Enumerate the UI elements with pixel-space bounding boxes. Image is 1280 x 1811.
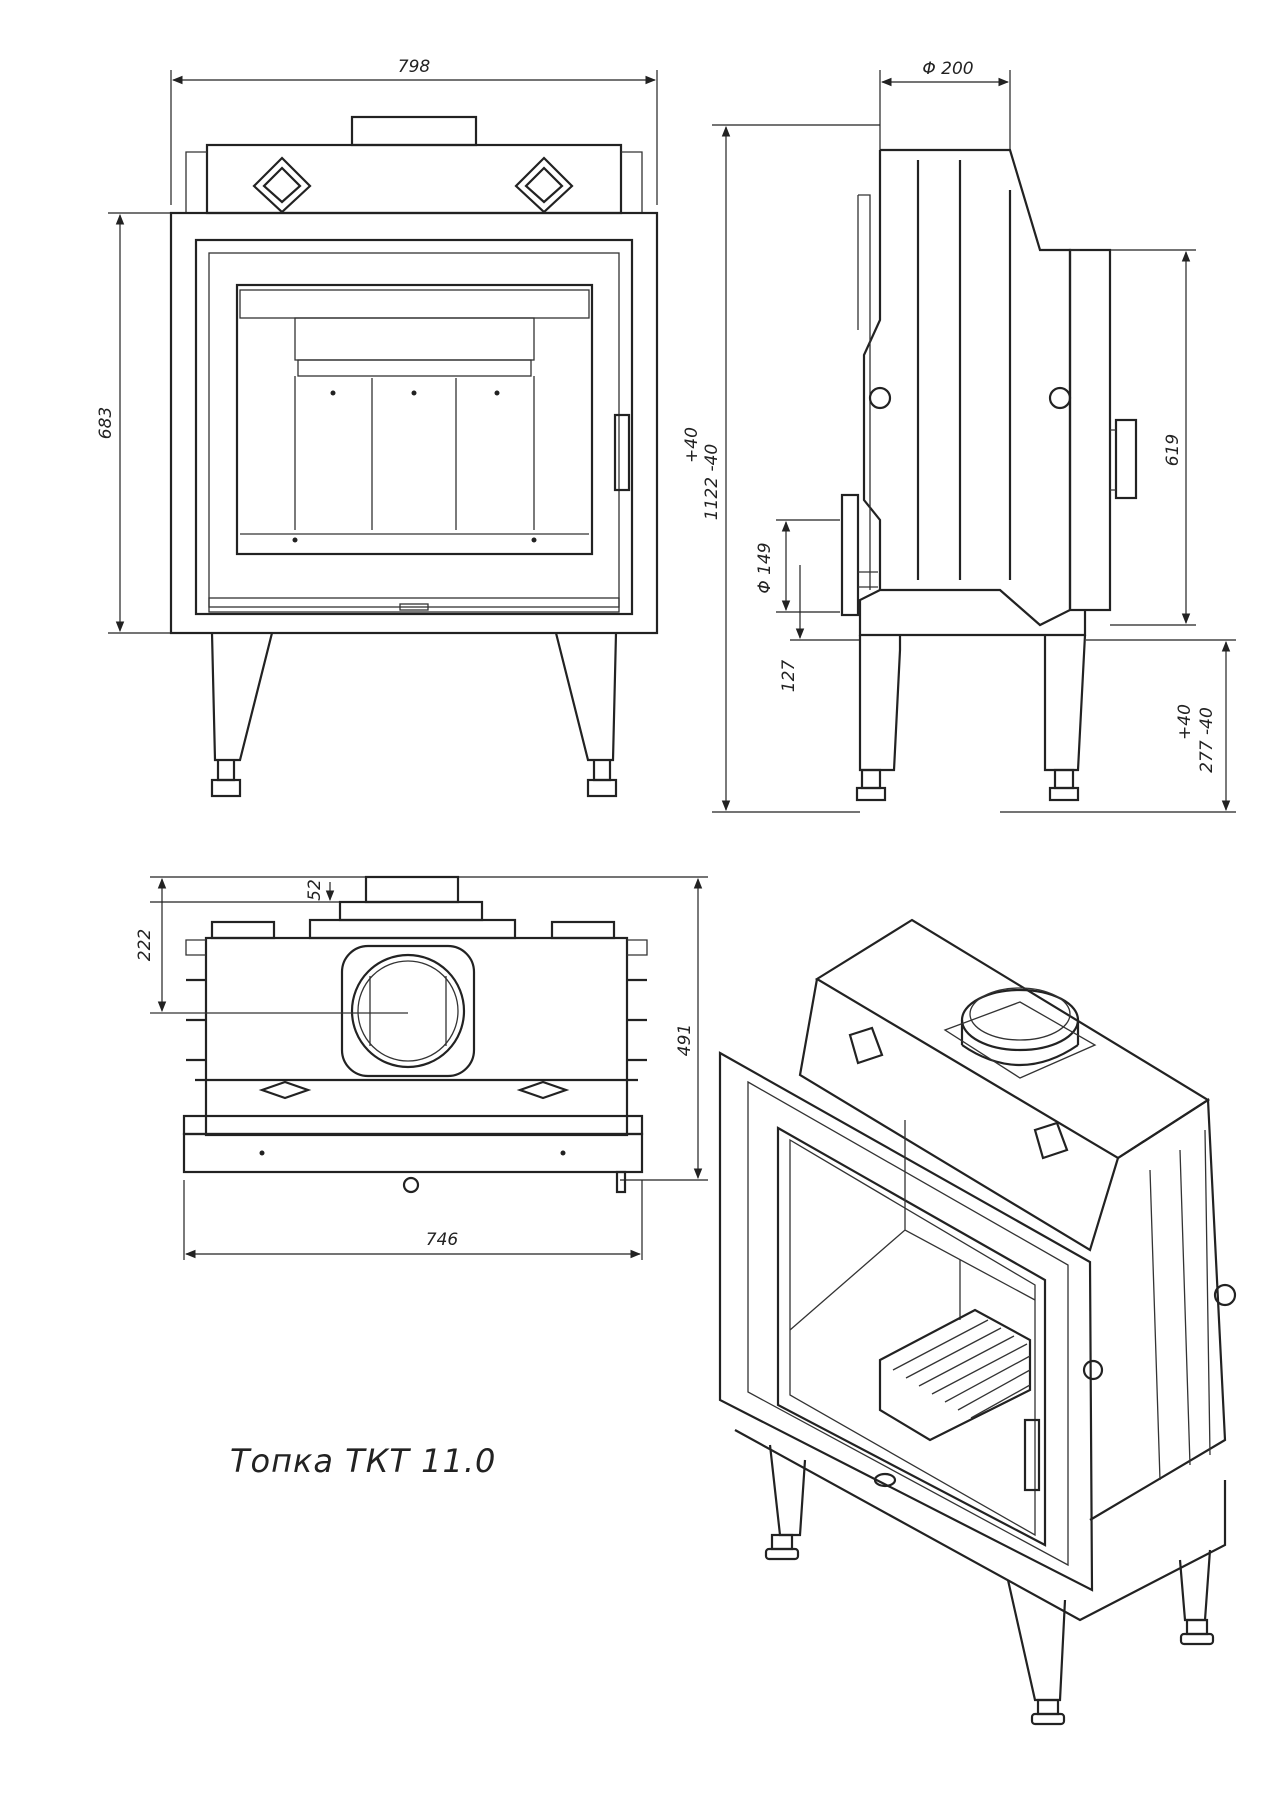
dim-front-height: 683: [96, 407, 116, 439]
front-view: 798 683: [96, 57, 659, 798]
dim-top-depth: 222: [135, 929, 155, 961]
dim-total-height: 1122 -40: [702, 444, 722, 520]
dim-depth: 491: [675, 1024, 695, 1056]
vent-left: [252, 156, 312, 214]
drawing-title: Топка ТКТ 11.0: [230, 1442, 496, 1480]
side-view: Φ 200 +40 1122 -40 619 +40 277 -40 Φ 149…: [682, 59, 1236, 813]
dim-door-height: 619: [1163, 434, 1183, 466]
dim-top-offset: 52: [305, 879, 325, 901]
dim-leg-height-tol: +40: [1175, 704, 1195, 740]
dim-leg-height: 277 -40: [1197, 707, 1217, 773]
isometric-view: [718, 918, 1237, 1726]
vent-right: [514, 156, 574, 214]
dim-inlet-offset: 127: [779, 660, 799, 693]
dim-inlet-diameter: Φ 149: [755, 542, 775, 593]
dim-total-height-tol: +40: [682, 427, 702, 463]
dim-base-width: 746: [426, 1230, 459, 1250]
dim-front-width: 798: [398, 57, 431, 77]
top-view: 52 222 491 746: [135, 875, 708, 1260]
dim-flue-diameter: Φ 200: [922, 59, 973, 79]
